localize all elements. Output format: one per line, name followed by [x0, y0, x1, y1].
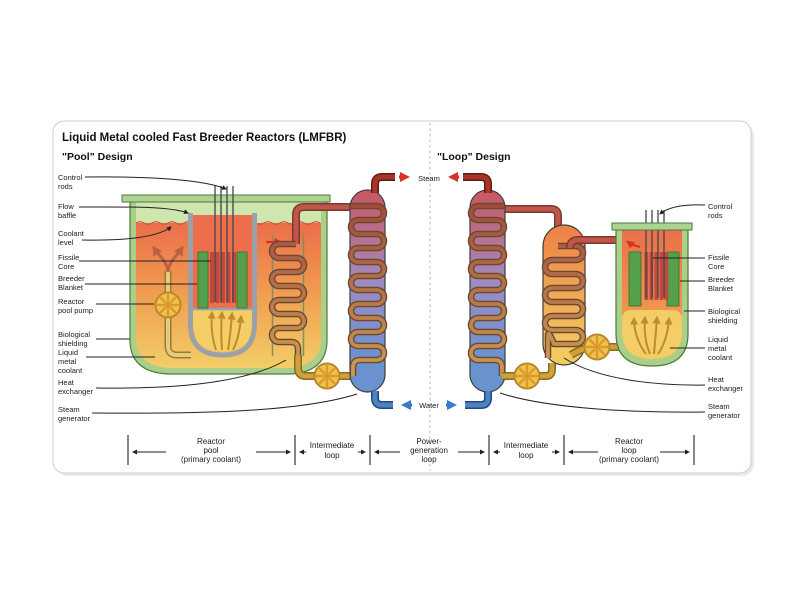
- loop-breeder-blanket-right: [666, 251, 680, 307]
- loop-fissile-core-bars: [644, 252, 669, 300]
- loop-cold-sodium: [622, 310, 682, 359]
- loop-sg-coil: [469, 204, 506, 376]
- loop-int-hot-pipe: [499, 206, 561, 248]
- loop-reactor: [611, 210, 693, 367]
- loop-ihx-coil: [543, 244, 585, 358]
- pump-intake-arrow-right: [166, 245, 184, 273]
- flow-baffle-wall: [188, 213, 257, 358]
- pool-lid: [121, 194, 331, 203]
- loop-flow-arrows: [630, 315, 673, 355]
- loop-primary-hot-pipe: [567, 237, 625, 249]
- pump-pipe-down: [166, 316, 191, 357]
- pool-ihx-coil: [270, 242, 306, 357]
- steam-label: Steam: [418, 174, 440, 183]
- loop-hot-flow-arrow: [626, 240, 641, 249]
- water-label: Water: [419, 401, 439, 410]
- loop-lid: [611, 222, 693, 231]
- loop-water-stub: [465, 391, 491, 408]
- loop-breeder-blanket-left: [628, 251, 642, 307]
- loop-leader-lines: [499, 204, 706, 413]
- pool-sg-coil: [349, 204, 386, 376]
- pool-design-heading: "Pool" Design: [62, 151, 133, 163]
- pool-leader-lines: [78, 176, 358, 414]
- breeder-blanket-left: [197, 251, 209, 309]
- pool-hot-pipe: [293, 204, 352, 244]
- loop-steam-stub: [463, 174, 491, 193]
- page-title: Liquid Metal cooled Fast Breeder Reactor…: [62, 132, 347, 144]
- loop-design-heading: "Loop" Design: [437, 151, 511, 163]
- pool-intermediate-pump-icon: [313, 362, 341, 390]
- section-brackets: [127, 435, 695, 465]
- breeder-blanket-right: [236, 251, 248, 309]
- pool-flow-arrows: [207, 310, 245, 351]
- pool-water-stub: [372, 391, 393, 408]
- pool-cold-pipe: [295, 355, 353, 379]
- pool-control-rods: [214, 186, 234, 302]
- reactor-pool-pump-icon: [154, 291, 182, 319]
- pool-steam-stub: [372, 174, 395, 193]
- loop-intermediate-pump-icon: [513, 362, 541, 390]
- loop-int-cold-pipe: [502, 363, 555, 379]
- fissile-core-bars: [210, 252, 236, 303]
- loop-primary-pump-icon: [583, 333, 611, 361]
